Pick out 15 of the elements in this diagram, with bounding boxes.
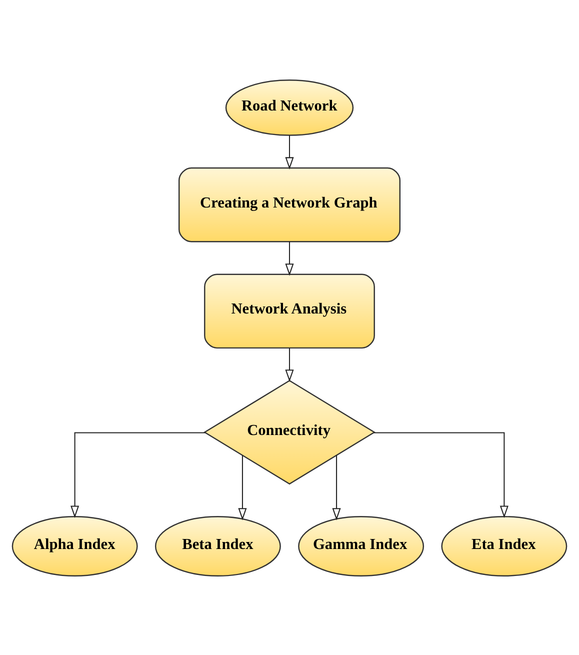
node-ellipse: Road Network bbox=[225, 78, 354, 136]
arrow bbox=[238, 454, 247, 520]
node-ellipse: Alpha Index bbox=[12, 516, 138, 576]
node-box: Creating a Network Graph bbox=[178, 166, 401, 242]
node-diamond: Connectivity bbox=[203, 379, 376, 484]
node-ellipse: Eta Index bbox=[441, 516, 568, 576]
arrow bbox=[332, 454, 341, 520]
arrow bbox=[285, 241, 294, 276]
arrow bbox=[285, 348, 294, 382]
arrow bbox=[374, 432, 508, 518]
arrow bbox=[285, 135, 294, 169]
node-box: Network Analysis bbox=[204, 273, 375, 348]
node-ellipse: Beta Index bbox=[154, 516, 281, 576]
node-ellipse: Gamma Index bbox=[298, 516, 424, 576]
arrow bbox=[70, 432, 206, 518]
